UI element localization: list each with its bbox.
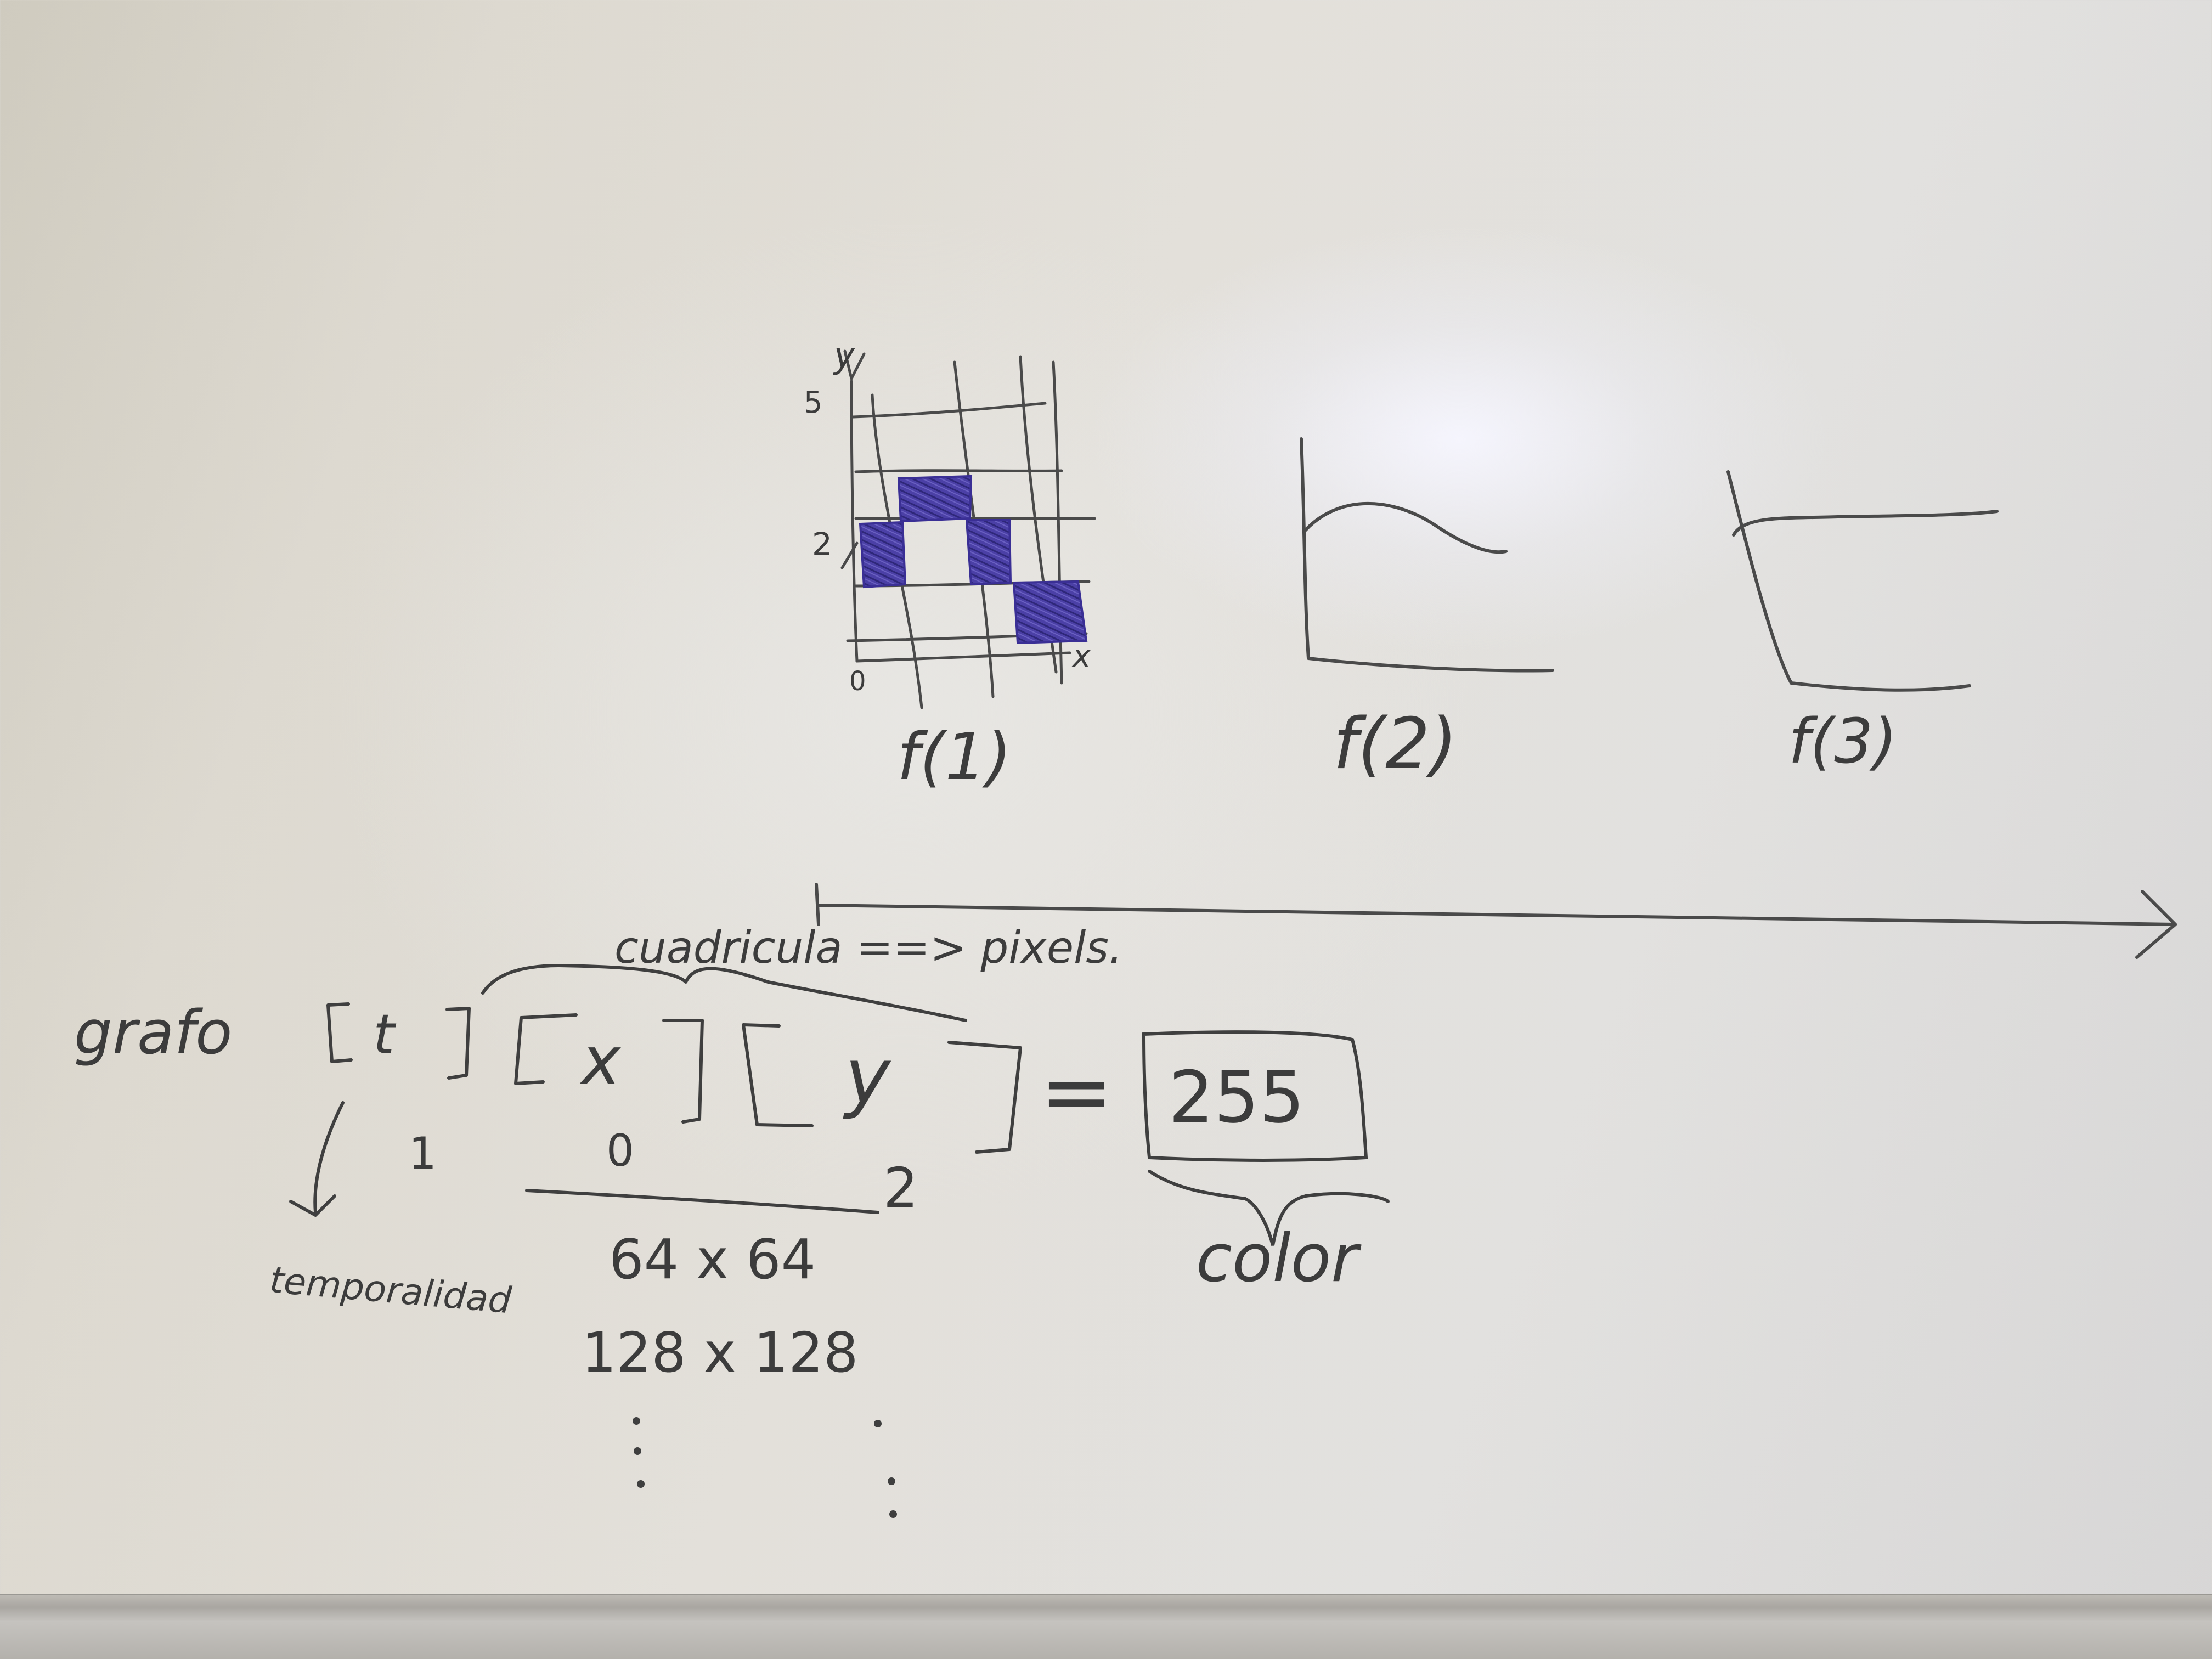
y-axis [1726,470,1793,685]
axis-tick-mark [840,541,859,569]
y-tick-label: 5 [804,385,822,420]
resolution-64: 64 x 64 [609,1227,816,1291]
cuadricula-pixels-label: cuadricula ==> pixels. [614,922,1122,973]
bracket-t-open [326,1002,353,1063]
equals-sign: = [1040,1040,1113,1143]
curly-brace [481,964,967,1022]
curve [1732,510,1999,537]
arrow-line [816,904,2177,926]
time-arrow [815,883,2177,959]
y-axis-label: y [833,336,855,376]
grafo-label: grafo [74,997,232,1068]
whiteboard-tray [0,1594,2212,1659]
temporalidad-arrow-head [289,1194,336,1217]
y-axis [1300,437,1310,660]
x-axis [1307,657,1554,673]
formula-brackets [289,964,1022,1217]
x-example: 0 [606,1125,634,1176]
pixel-grid-graph [840,349,1096,709]
grid-line [854,469,1063,473]
temporalidad-label: temporalidad [268,1259,514,1322]
curve-graph-3 [1726,470,1999,692]
value-box [1142,1030,1368,1162]
bracket-x-close [662,1019,704,1124]
graph-label-f1: f(1) [897,719,1012,794]
bracket-t-close [445,1007,471,1080]
bracket-x-open [514,1013,578,1085]
bracket-y-open [742,1023,814,1127]
curve-graph-2 [1300,437,1554,673]
var-y: y [843,1032,891,1121]
filled-pixels [859,475,1088,645]
pixel-value: 255 [1169,1056,1305,1139]
t-example: 1 [409,1128,437,1179]
resolution-128: 128 x 128 [582,1321,859,1385]
x-axis [855,651,1071,663]
x-axis [1790,681,1971,692]
filled-pixel [897,475,973,523]
curve [1303,501,1508,554]
temporalidad-arrow [313,1101,345,1214]
graph-label-f2: f(2) [1333,703,1457,785]
x-axis-label: x [1071,639,1091,674]
ellipsis-dots [633,1417,897,1518]
arrow-head [2135,890,2177,959]
bracket-y-close [947,1041,1022,1154]
var-t: t [373,1002,397,1066]
filled-pixel [1012,580,1088,645]
color-label: color [1196,1221,1362,1297]
var-x: x [579,1023,622,1099]
y-example: 2 [883,1156,918,1220]
y-axis [850,380,859,663]
x-y-underline [525,1189,879,1214]
grid-line [851,402,1047,419]
graph-label-f3: f(3) [1788,706,1897,777]
filled-pixel [965,519,1012,586]
filled-pixel [859,521,907,589]
color-brace [1148,1170,1390,1246]
y-axis-arrow [843,349,866,380]
origin-label: 0 [849,666,866,697]
y-tick-label: 2 [812,526,832,563]
